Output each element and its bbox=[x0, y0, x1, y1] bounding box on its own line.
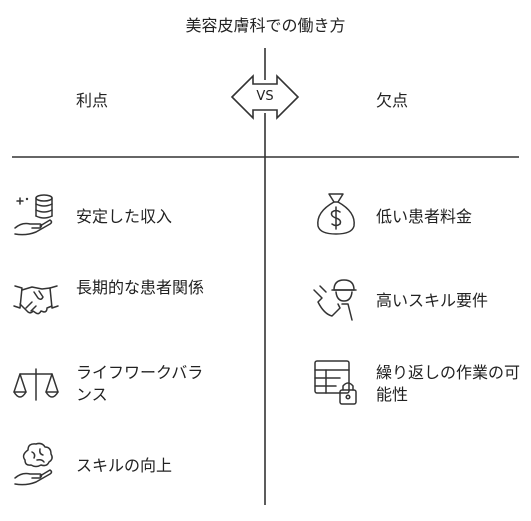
table-lock-icon bbox=[312, 358, 360, 408]
cons-item-2: 高いスキル要件 bbox=[376, 291, 489, 310]
pros-heading: 利点 bbox=[76, 91, 109, 110]
pros-item-4: スキルの向上 bbox=[76, 456, 173, 475]
cons-item-3: 繰り返しの作業の可能性 bbox=[376, 363, 521, 404]
hand-brain-icon bbox=[12, 440, 60, 488]
cons-heading: 欠点 bbox=[376, 91, 409, 110]
cons-item-1: 低い患者料金 bbox=[376, 207, 473, 226]
pros-item-2: 長期的な患者関係 bbox=[76, 278, 205, 297]
hand-database-icon bbox=[12, 190, 60, 238]
pros-item-1: 安定した収入 bbox=[76, 207, 173, 226]
balance-scale-icon bbox=[12, 366, 60, 406]
money-bag-icon bbox=[312, 190, 360, 238]
pros-item-3: ライフワークバランス bbox=[76, 363, 204, 404]
vs-badge-shape bbox=[230, 74, 300, 120]
worker-icon bbox=[310, 276, 358, 324]
diagram-title: 美容皮膚科での働き方 bbox=[185, 16, 346, 35]
handshake-icon bbox=[12, 278, 60, 318]
vs-badge: VS bbox=[256, 89, 274, 104]
